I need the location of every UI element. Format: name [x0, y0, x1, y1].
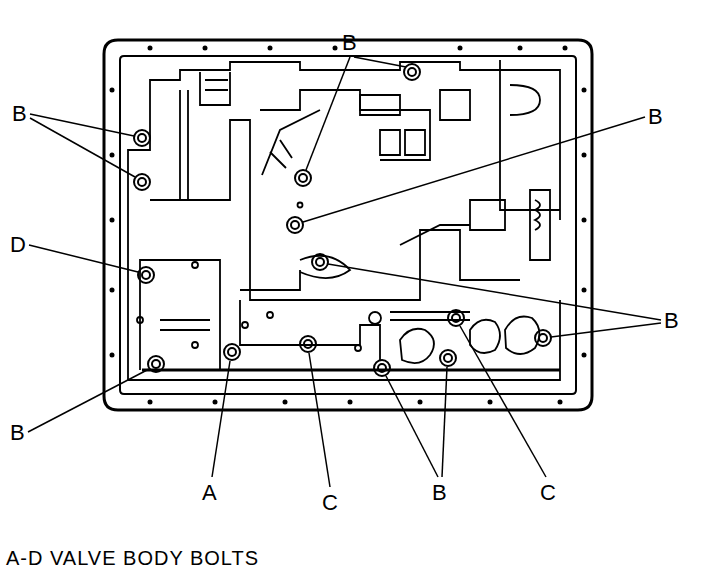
callout-letter: B	[342, 30, 357, 55]
callout-letter: B	[12, 101, 27, 126]
callout-letter: C	[322, 490, 338, 515]
callout-letter: A	[202, 480, 217, 505]
callout-letter: B	[648, 104, 663, 129]
figure-caption: A-D VALVE BODY BOLTS	[6, 546, 259, 570]
callout-letter: D	[10, 232, 26, 257]
callout-letter: B	[664, 308, 679, 333]
callout-letter: B	[432, 480, 447, 505]
callout-letter: B	[10, 420, 25, 445]
callout-letter: C	[540, 480, 556, 505]
